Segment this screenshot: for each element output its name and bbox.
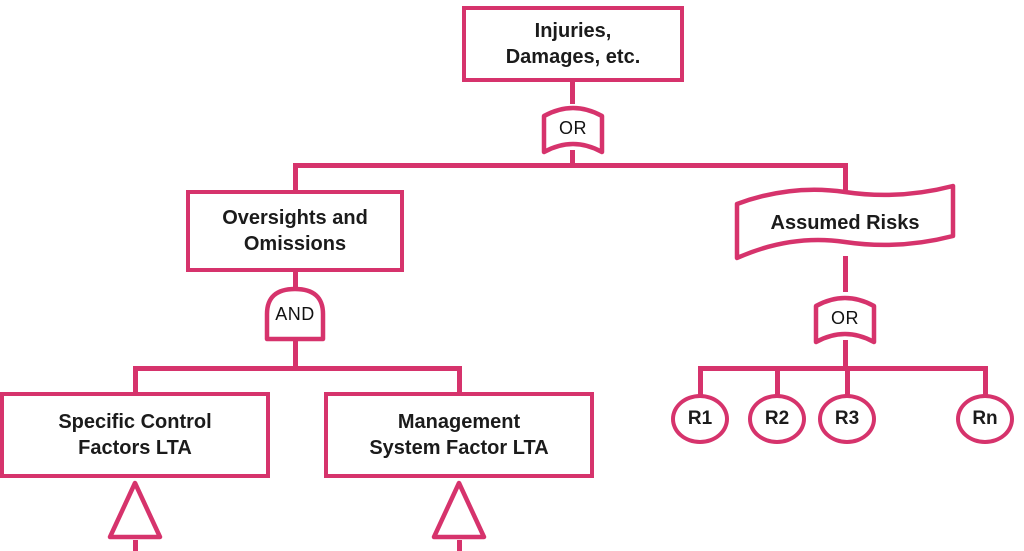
- transfer-triangle-management-system: [431, 478, 487, 542]
- transfer-triangle-specific-control: [107, 478, 163, 542]
- risk-node-r3-label: R3: [834, 408, 860, 429]
- connector-to-risk-r3: [845, 366, 850, 398]
- risk-node-r1: R1: [671, 394, 729, 444]
- or-gate-top-label: OR: [559, 117, 587, 138]
- connector-or-gate-to-risk-line: [843, 340, 848, 371]
- node-assumed-risks: Assumed Risks: [734, 180, 956, 262]
- transfer-tail-specific-control: [133, 540, 138, 551]
- node-management-system-factor-label: Management System Factor LTA: [369, 411, 549, 459]
- branch-line-main: [293, 163, 848, 168]
- connector-or-gate-to-branch-line: [570, 150, 575, 168]
- transfer-tail-management-system: [457, 540, 462, 551]
- node-specific-control-factors: Specific Control Factors LTA: [0, 392, 270, 478]
- connector-and-gate-to-branch-line: [293, 338, 298, 371]
- node-oversights-omissions-label: Oversights and Omissions: [222, 207, 368, 255]
- node-specific-control-factors-label: Specific Control Factors LTA: [58, 411, 212, 459]
- or-gate-assumed-risks-label: OR: [831, 307, 859, 328]
- and-gate: AND: [264, 286, 326, 342]
- connector-branch-to-assumed-risks: [843, 163, 848, 197]
- connector-branch-to-specific-control: [133, 366, 138, 396]
- or-gate-assumed-risks: OR: [813, 290, 877, 346]
- connector-to-risk-rn: [983, 366, 988, 398]
- risk-node-rn: Rn: [956, 394, 1014, 444]
- connector-to-risk-r2: [775, 366, 780, 398]
- risk-node-rn-label: Rn: [972, 408, 998, 429]
- connector-branch-to-management-system: [457, 366, 462, 396]
- transfer-triangle-icon: [107, 480, 163, 540]
- or-gate-icon: [541, 105, 605, 155]
- connector-root-to-or-gate: [570, 80, 575, 104]
- connector-oversights-to-and-gate: [293, 270, 298, 290]
- node-injuries-damages: Injuries, Damages, etc.: [462, 6, 684, 82]
- risk-node-r2: R2: [748, 394, 806, 444]
- and-gate-label: AND: [275, 303, 315, 324]
- node-assumed-risks-label: Assumed Risks: [770, 211, 920, 234]
- connector-to-risk-r1: [698, 366, 703, 398]
- branch-line-risks: [698, 366, 988, 371]
- node-management-system-factor: Management System Factor LTA: [324, 392, 594, 478]
- node-injuries-damages-label: Injuries, Damages, etc.: [505, 20, 641, 68]
- branch-line-left: [133, 366, 462, 371]
- transfer-triangle-icon: [431, 480, 487, 540]
- risk-node-r3: R3: [818, 394, 876, 444]
- or-gate-top: OR: [541, 100, 605, 156]
- risk-node-r2-label: R2: [764, 408, 790, 429]
- or-gate-icon: [813, 295, 877, 345]
- connector-branch-to-oversights: [293, 163, 298, 195]
- and-gate-icon: [264, 286, 326, 342]
- risk-node-r1-label: R1: [687, 408, 713, 429]
- assumed-risks-flag-icon: [734, 183, 956, 261]
- node-oversights-omissions: Oversights and Omissions: [186, 190, 404, 272]
- connector-assumed-risks-to-or-gate: [843, 256, 848, 292]
